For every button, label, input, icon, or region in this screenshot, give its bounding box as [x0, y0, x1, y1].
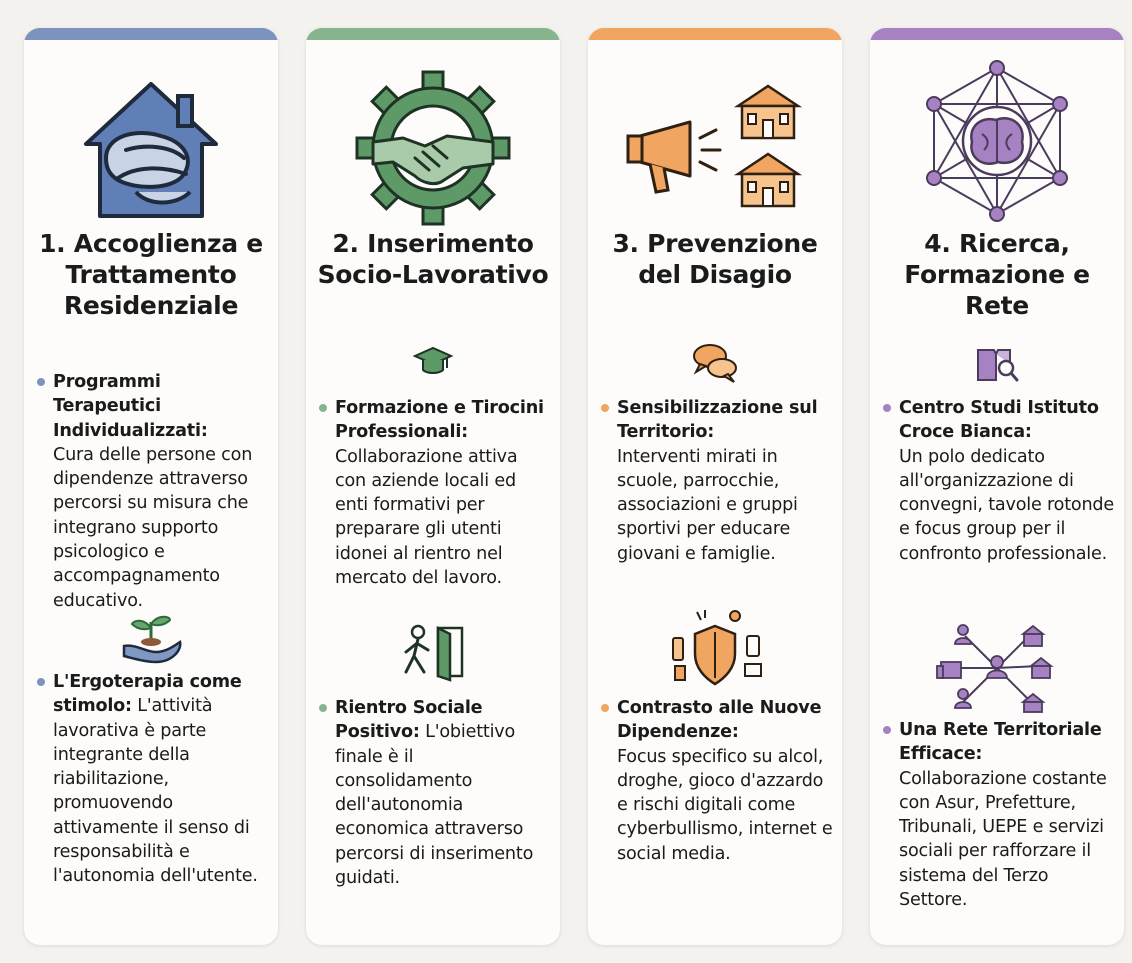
section-text: L'obiettivo finale è il consolidamento d… — [335, 722, 534, 889]
section-text: Interventi mirati in scuole, parrocchie,… — [617, 446, 798, 564]
graduation-cap-icon — [306, 344, 560, 378]
section-heading: Programmi Terapeutici Individualizzati: — [53, 372, 208, 441]
person-door-icon — [306, 622, 560, 682]
column-title: 3. Prevenzione del Disagio — [612, 229, 818, 289]
column-title: 1. Accoglienza e Trattamento Residenzial… — [39, 229, 263, 320]
section-text: Collaborazione costante con Asur, Prefet… — [899, 768, 1107, 911]
column-accoglienza: 1. Accoglienza e Trattamento Residenzial… — [24, 28, 278, 945]
section-text: Focus specifico su alcol, droghe, gioco … — [617, 746, 833, 864]
section-sensibilizzazione: Sensibilizzazione sul Territorio:Interve… — [600, 396, 834, 566]
section-heading: L'Ergoterapia come stimolo: — [53, 672, 242, 717]
section-heading: Una Rete Territoriale Efficace: — [899, 720, 1102, 765]
section-contrasto: Contrasto alle Nuove Dipendenze:Focus sp… — [600, 696, 834, 866]
section-ergoterapia: L'Ergoterapia come stimolo: L'attività l… — [36, 670, 270, 889]
section-heading: Sensibilizzazione sul Territorio: — [617, 398, 818, 443]
section-text: Cura delle persone con dipendenze attrav… — [53, 444, 253, 611]
section-programmi: Programmi Terapeutici Individualizzati:C… — [36, 370, 270, 613]
section-heading: Centro Studi Istituto Croce Bianca: — [899, 398, 1099, 443]
section-text: Un polo dedicato all'organizzazione di c… — [899, 446, 1114, 564]
brain-network-icon — [870, 58, 1124, 222]
book-magnifier-icon — [870, 344, 1124, 384]
section-formazione: Formazione e Tirocini Professionali:Coll… — [318, 396, 552, 590]
section-centro-studi: Centro Studi Istituto Croce Bianca:Un po… — [882, 396, 1116, 566]
house-hug-icon — [24, 66, 278, 226]
section-text: Collaborazione attiva con aziende locali… — [335, 446, 518, 589]
section-rientro: Rientro Sociale Positivo: L'obiettivo fi… — [318, 696, 552, 890]
section-rete: Una Rete Territoriale Efficace:Collabora… — [882, 718, 1116, 912]
column-accent-bar — [24, 28, 278, 40]
section-heading: Rientro Sociale Positivo: — [335, 698, 483, 743]
column-ricerca: 4. Ricerca, Formazione e Rete Centro Stu… — [870, 28, 1124, 945]
column-prevenzione: 3. Prevenzione del Disagio Sensibilizzaz… — [588, 28, 842, 945]
shield-devices-icon — [588, 608, 842, 690]
column-accent-bar — [588, 28, 842, 40]
network-institutions-icon — [870, 622, 1124, 714]
column-title: 4. Ricerca, Formazione e Rete — [904, 229, 1090, 320]
section-heading: Formazione e Tirocini Professionali: — [335, 398, 544, 443]
column-inserimento: 2. Inserimento Socio-Lavorativo Formazio… — [306, 28, 560, 945]
column-accent-bar — [870, 28, 1124, 40]
gear-handshake-icon — [306, 66, 560, 226]
column-accent-bar — [306, 28, 560, 40]
section-heading: Contrasto alle Nuove Dipendenze: — [617, 698, 822, 743]
section-text: L'attività lavorativa è parte integrante… — [53, 696, 258, 887]
column-title: 2. Inserimento Socio-Lavorativo — [317, 229, 549, 289]
chat-bubbles-icon — [588, 340, 842, 384]
hand-plant-icon — [24, 612, 278, 668]
megaphone-schools-icon — [588, 66, 842, 226]
